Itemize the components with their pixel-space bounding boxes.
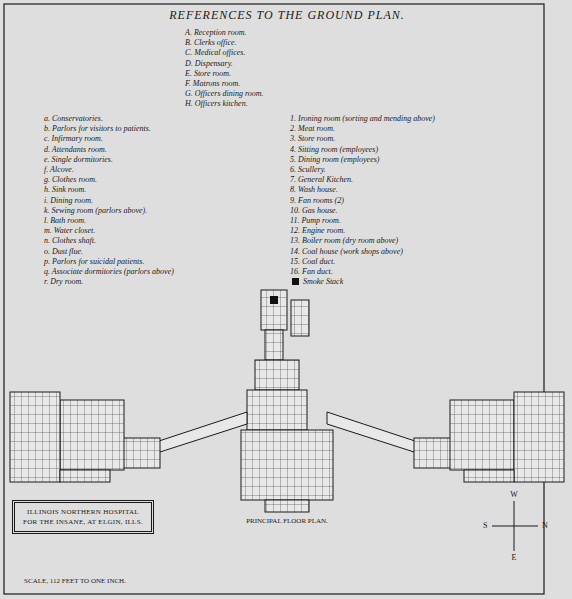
plate-border bbox=[4, 4, 544, 594]
reference-entry: b. Parlors for visitors to patients. bbox=[44, 124, 151, 133]
reference-entry: 12. Engine room. bbox=[290, 226, 345, 235]
reference-entry: q. Associate dormitories (parlors above) bbox=[44, 267, 174, 276]
reference-entry: e. Single dormitories. bbox=[44, 155, 113, 164]
title: REFERENCES TO THE GROUND PLAN. bbox=[169, 8, 404, 23]
reference-entry: 13. Boiler room (dry room above) bbox=[290, 236, 398, 245]
reference-entry: F. Matrons room. bbox=[185, 79, 240, 88]
reference-entry: 11. Pump room. bbox=[290, 216, 341, 225]
reference-entry: p. Parlors for suicidal patients. bbox=[44, 257, 144, 266]
compass-letter: E bbox=[512, 553, 517, 562]
compass-letter: N bbox=[542, 521, 548, 530]
reference-entry: D. Dispensary. bbox=[185, 59, 233, 68]
central-building bbox=[291, 300, 309, 336]
reference-entry: m. Water closet. bbox=[44, 226, 95, 235]
reference-entry: a. Conservatories. bbox=[44, 114, 103, 123]
reference-entry: d. Attendants room. bbox=[44, 145, 107, 154]
ward-block bbox=[10, 392, 60, 482]
reference-entry: 3. Store room. bbox=[290, 134, 335, 143]
reference-entry: n. Clothes shaft. bbox=[44, 236, 96, 245]
reference-entry: H. Officers kitchen. bbox=[185, 99, 248, 108]
right-wing bbox=[327, 392, 564, 482]
ward-block bbox=[414, 438, 454, 468]
reference-entry: C. Medical offices. bbox=[185, 48, 245, 57]
reference-entry: 8. Wash house. bbox=[290, 185, 338, 194]
reference-entry: 7. General Kitchen. bbox=[290, 175, 353, 184]
reference-entry: g. Clothes room. bbox=[44, 175, 97, 184]
reference-entry: 1. Ironing room (sorting and mending abo… bbox=[290, 114, 435, 123]
central-building bbox=[265, 330, 283, 360]
reference-entry: 9. Fan rooms (2) bbox=[290, 196, 344, 205]
reference-entry: h. Sink room. bbox=[44, 185, 86, 194]
reference-entry: E. Store room. bbox=[185, 69, 231, 78]
compass bbox=[492, 501, 538, 551]
caption-label: SCALE, 112 FEET TO ONE INCH. bbox=[24, 577, 126, 586]
ward-block bbox=[450, 400, 514, 470]
reference-entry: 16. Fan duct. bbox=[290, 267, 333, 276]
ward-block bbox=[60, 470, 110, 482]
reference-entry: G. Officers dining room. bbox=[185, 89, 264, 98]
compass-letter: S bbox=[483, 521, 487, 530]
reference-entry: l. Bath room. bbox=[44, 216, 86, 225]
left-wing bbox=[10, 392, 247, 482]
reference-entry: 5. Dining room (employees) bbox=[290, 155, 379, 164]
reference-entry: 14. Coal house (work shops above) bbox=[290, 247, 403, 256]
reference-entry: r. Dry room. bbox=[44, 277, 83, 286]
corridor bbox=[156, 412, 247, 452]
reference-entry: i. Dining room. bbox=[44, 196, 93, 205]
reference-entry: f. Alcove. bbox=[44, 165, 74, 174]
ward-block bbox=[120, 438, 160, 468]
central-building bbox=[241, 430, 333, 500]
title-cartouche: ILLINOIS NORTHERN HOSPITAL FOR THE INSAN… bbox=[12, 500, 154, 534]
ward-block bbox=[514, 392, 564, 482]
reference-entry: 15. Coal duct. bbox=[290, 257, 335, 266]
ward-block bbox=[60, 400, 124, 470]
reference-entry: k. Sewing room (parlors above). bbox=[44, 206, 147, 215]
legend-text: Smoke Stack bbox=[303, 277, 343, 286]
central-building bbox=[261, 290, 287, 330]
caption-label: PRINCIPAL FLOOR PLAN. bbox=[246, 517, 328, 526]
reference-entry: c. Infirmary room. bbox=[44, 134, 103, 143]
reference-entry: 4. Sitting room (employees) bbox=[290, 145, 378, 154]
ward-block bbox=[464, 470, 514, 482]
central-building bbox=[265, 500, 309, 512]
central-building bbox=[255, 360, 299, 390]
compass-letter: W bbox=[510, 490, 518, 499]
reference-entry: o. Dust flue. bbox=[44, 247, 83, 256]
cartouche-text: ILLINOIS NORTHERN HOSPITAL FOR THE INSAN… bbox=[21, 507, 145, 527]
central-building bbox=[247, 390, 307, 430]
legend-swatch bbox=[292, 278, 299, 285]
reference-entry: A. Reception room. bbox=[185, 28, 246, 37]
reference-entry: 10. Gas house. bbox=[290, 206, 338, 215]
smoke-stack bbox=[270, 296, 278, 304]
reference-entry: B. Clerks office. bbox=[185, 38, 237, 47]
corridor bbox=[327, 412, 418, 452]
reference-entry: 2. Meat room. bbox=[290, 124, 335, 133]
reference-entry: 6. Scullery. bbox=[290, 165, 326, 174]
